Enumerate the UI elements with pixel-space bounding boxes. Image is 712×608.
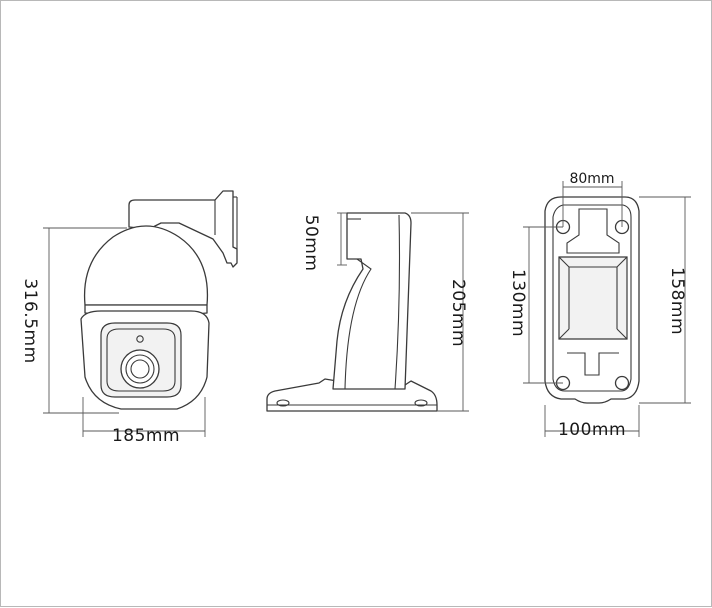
bracket-height-label: 205mm bbox=[448, 279, 468, 347]
camera-height-label: 316.5mm bbox=[20, 278, 40, 363]
bracket-dimensions bbox=[337, 212, 469, 412]
camera-dimensions bbox=[43, 227, 206, 437]
plate-hole-spacing-horizontal-label: 80mm bbox=[569, 171, 614, 187]
plate-height-label: 158mm bbox=[667, 267, 687, 335]
mount-arm bbox=[128, 190, 238, 268]
camera-front-view bbox=[80, 190, 238, 410]
bracket-top-label: 50mm bbox=[301, 215, 321, 272]
plate-width-label: 100mm bbox=[558, 420, 626, 440]
dome-housing bbox=[83, 225, 209, 306]
mounting-plate-view bbox=[544, 196, 640, 404]
plate-hole-spacing-vertical-label: 130mm bbox=[508, 269, 528, 337]
bracket-arm bbox=[332, 212, 412, 390]
lens-outer-icon bbox=[120, 349, 160, 389]
camera-width-label: 185mm bbox=[112, 426, 180, 446]
ir-sensor-icon bbox=[136, 335, 144, 343]
bracket-side-view bbox=[266, 212, 438, 412]
plate-dimensions bbox=[523, 181, 691, 437]
mount-hole-bottom-right-icon bbox=[614, 375, 630, 391]
